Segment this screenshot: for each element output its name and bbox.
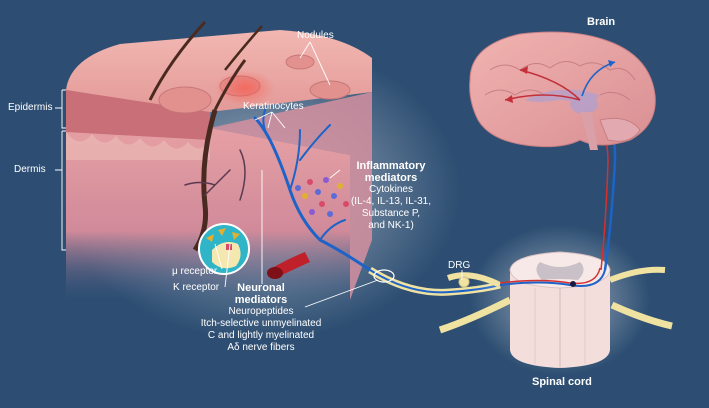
inflammatory-body-line-1: Cytokines [369, 184, 413, 195]
nodules-line-1 [299, 41, 311, 59]
neuronal-body-line-3: C and lightly myelinated [207, 330, 315, 341]
blue-nerve-branch-2 [299, 124, 331, 161]
cytokine-dot [295, 185, 301, 191]
dermis-side [210, 92, 372, 300]
cord-nerve-red [499, 267, 601, 285]
keratinocytes-line-1 [254, 111, 273, 121]
mu-receptor-line [214, 243, 223, 270]
label-kappa-receptor: K receptor [173, 282, 220, 293]
blue-nerve-branch-3 [262, 109, 271, 141]
receptor-cell [212, 242, 241, 269]
neuronal-title-line-2: mediators [234, 294, 288, 306]
inflammation-glow [215, 70, 275, 106]
synapse-dot [570, 281, 576, 287]
cytokine-dot [302, 193, 308, 199]
receptor-channel [226, 244, 232, 250]
inflammatory-title-line-2: mediators [364, 172, 418, 184]
cerebellum [599, 117, 641, 142]
receptor-triangle-2 [218, 228, 226, 236]
keratinocytes-line-2 [267, 111, 273, 129]
dark-nerve-branch [184, 149, 246, 201]
hair-1 [148, 20, 207, 101]
neuronal-body-line-1: Neuropeptides [228, 306, 294, 317]
brain-arrowhead-1 [520, 66, 528, 74]
brain [469, 31, 656, 150]
skin-nerves [184, 109, 372, 272]
skin-block [60, 20, 460, 340]
cytokine-dot [327, 211, 333, 217]
inflammatory-title-line-1: Inflammatory [356, 160, 426, 172]
label-dermis: Dermis [14, 164, 46, 175]
blue-nerve-branch-4 [319, 219, 346, 241]
label-spinal-cord: Spinal cord [532, 376, 592, 388]
nodule-4 [309, 80, 351, 100]
receptor-triangle-1 [206, 234, 214, 242]
cytokine-dot [309, 209, 315, 215]
label-nodules: Nodules [297, 30, 334, 41]
neuronal-body-line-2: Itch-selective unmyelinated [200, 318, 322, 329]
hair-shaft-upper [213, 59, 247, 111]
cytokine-dot [319, 201, 325, 207]
blue-nerve-branch-1 [289, 129, 301, 191]
epidermis-bracket [55, 89, 66, 129]
inflammatory-body-line-4: and NK-1) [368, 220, 414, 231]
nodule-1 [158, 86, 212, 114]
hair-2 [224, 25, 263, 71]
brain-folds [484, 61, 636, 101]
nodule-3 [285, 54, 315, 70]
label-epidermis: Epidermis [8, 102, 53, 113]
label-mu-receptor: μ receptor [172, 266, 218, 277]
spinal-cord [438, 225, 673, 375]
grey-matter [536, 262, 584, 280]
cytokine-dot [315, 189, 321, 195]
nerve-root-right-upper [608, 266, 666, 283]
papillary-layer [66, 132, 210, 160]
brain-arrowhead-2 [505, 95, 513, 103]
blood-vessel-opening [267, 267, 283, 279]
label-lines [55, 41, 463, 308]
skin-surface [66, 30, 372, 112]
brain-arrowhead-3 [608, 60, 615, 67]
cord-nerve-blue [499, 269, 606, 287]
nerve-root-left-lower [438, 296, 512, 334]
nerve-root-right-lower [610, 301, 673, 330]
nerve-root-left-upper [446, 272, 502, 288]
keratinocytes-line-3 [271, 111, 286, 129]
receptor-inset [198, 223, 250, 275]
label-drg: DRG [448, 260, 471, 271]
cytokine-dots [295, 177, 349, 217]
nodules-line-2 [309, 41, 331, 86]
dermis-bracket [55, 130, 66, 251]
label-keratinocytes: Keratinocytes [243, 101, 304, 112]
label-inflammatory-mediators: Inflammatory mediators Cytokines (IL-4, … [346, 160, 436, 232]
label-brain: Brain [587, 16, 616, 28]
cytokine-dot [307, 179, 313, 185]
neuronal-title-line-1: Neuronal [237, 282, 285, 294]
kappa-receptor-line [224, 243, 231, 288]
inflammatory-body-line-2: (IL-4, IL-13, IL-31, [350, 196, 432, 207]
nerve-fibers-line [304, 279, 379, 308]
inflammatory-line [329, 169, 341, 179]
brainstem [580, 112, 598, 150]
cytokine-dot [331, 193, 337, 199]
receptor-triangle-3 [232, 232, 240, 240]
label-neuronal-mediators: Neuronal mediators Neuropeptides Itch-se… [186, 282, 336, 354]
cytokine-dot [323, 177, 329, 183]
nerve-crosssection-marker [373, 269, 395, 283]
thalamus [570, 94, 598, 114]
drg-node [458, 276, 470, 288]
inflammatory-body-line-3: Substance P, [361, 208, 421, 219]
neuronal-body-line-4: Aδ nerve fibers [227, 342, 295, 353]
epidermis-front [66, 90, 210, 140]
cytokine-dot [337, 183, 343, 189]
cytokine-dot [343, 201, 349, 207]
